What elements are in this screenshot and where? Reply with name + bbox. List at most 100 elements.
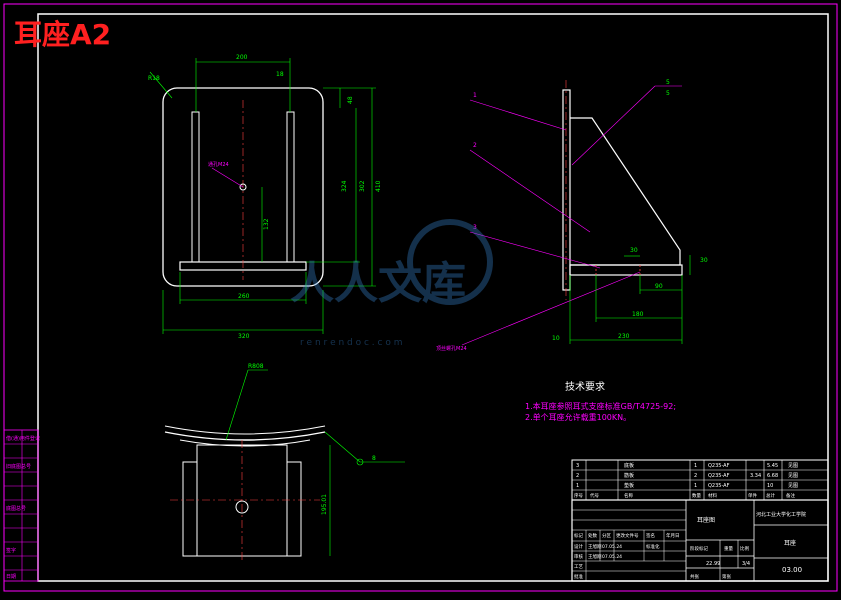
left-registration-strip: 借(通)用件登记 旧底图总号 底图总号 签字 日期 [3, 429, 40, 582]
bom-header-cell: 材料 [708, 492, 717, 499]
dim-r18: R18 [148, 75, 160, 82]
strip-label: 借(通)用件登记 [6, 435, 40, 442]
gusset [570, 117, 681, 266]
dim-30-right: 30 [700, 257, 708, 264]
bom-cell-qty: 1 [694, 483, 697, 489]
tech-requirements: 技术要求 1.本耳座参照耳式支座标准GB/T4725-92; 2.单个耳座允许载… [525, 380, 676, 422]
tb-label: 第张 [722, 573, 731, 580]
tb-label: 审核 [574, 553, 583, 560]
bom-header-cell: 序号 [574, 492, 583, 499]
tb-label: 分区 [602, 532, 611, 539]
bom-cell-weight: 5.45 [767, 463, 778, 469]
tech-title: 技术要求 [565, 380, 605, 393]
tb-designer: 王旭刚 [588, 543, 602, 550]
bom-header-cell: 代号 [590, 492, 599, 499]
watermark-text: 人人文库 [290, 258, 466, 309]
tb-label: 处数 [588, 532, 597, 539]
tb-label: 工艺 [574, 564, 583, 570]
bom-cell-unit: 3.34 [750, 473, 761, 479]
inner-frame [37, 13, 829, 582]
watermark-ring [407, 219, 493, 305]
bom-cell-weight: 6.68 [767, 473, 778, 479]
drawing-code: 03.00 [782, 566, 802, 574]
part-label-1: 1 [473, 92, 477, 99]
school-name: 河北工业大学化工学院 [756, 511, 806, 518]
tech-item: 1.本耳座参照耳式支座标准GB/T4725-92; [525, 401, 676, 411]
tb-label: 年月日 [666, 532, 680, 539]
side-view: 1 2 3 5 5 顶丝螺孔M24 30 30 90 180 230 10 [436, 79, 708, 352]
tb-label: 设计 [574, 543, 583, 550]
leader-hole [211, 167, 244, 188]
bom-header-cell: 数量 [692, 492, 701, 499]
strip-label: 日期 [6, 574, 16, 580]
dim-132: 132 [263, 218, 270, 230]
bom-cell-note: 见图 [788, 463, 798, 469]
bom-header-cell: 单件 [748, 492, 757, 499]
tb-label: 重量 [724, 545, 733, 552]
backing-plate [562, 89, 571, 291]
tb-label: 共张 [690, 573, 699, 580]
leader-r18 [149, 71, 173, 99]
rib-right [286, 111, 295, 263]
outer-border [3, 3, 838, 592]
tb-label: 签名 [646, 532, 655, 539]
strip-label: 底图总号 [6, 505, 26, 512]
bom-header-cell: 总计 [766, 492, 775, 499]
bom-cell-name: 垫板 [624, 482, 634, 489]
watermark-url: r e n r e n d o c . c o m [300, 338, 402, 348]
dim-48: 48 [347, 96, 354, 104]
tb-label: 标记 [574, 532, 583, 539]
tb-label: 标准化 [646, 543, 660, 550]
tb-designer-date: 07.05.24 [602, 544, 622, 550]
tech-item: 2.单个耳座允许载重100KN。 [525, 412, 631, 422]
dim-320: 320 [238, 333, 250, 340]
dim-180: 180 [632, 311, 644, 318]
label-hole: 通孔M24 [208, 161, 229, 168]
dim-260: 260 [238, 293, 250, 300]
tb-label: 更改文件号 [616, 532, 639, 539]
bottom-view: R808 195.01 8 [164, 363, 405, 560]
part-label-3: 3 [473, 224, 477, 231]
tb-label: 批准 [574, 573, 583, 580]
bom-cell-note: 见图 [788, 473, 798, 479]
tb-label: 比例 [740, 545, 749, 552]
bom-cell-qty: 1 [694, 463, 697, 469]
bom-cell-material: Q235-AF [708, 473, 730, 479]
tb-sheet: 3/4 [742, 561, 750, 567]
bom-cell-qty: 2 [694, 473, 697, 479]
bom-cell-weight: 10 [767, 483, 773, 489]
strip-label: 签字 [6, 547, 16, 554]
label-top-bolt: 顶丝螺孔M24 [436, 345, 467, 352]
dim-410: 410 [375, 180, 382, 192]
weld-value: 5 [666, 79, 670, 86]
dim-302: 302 [359, 180, 366, 192]
dim-18: 18 [276, 71, 284, 78]
dim-r808: R808 [248, 363, 264, 370]
dim-90: 90 [655, 283, 663, 290]
bom-cell-no: 2 [576, 473, 579, 479]
tb-check-date: 07.05.24 [602, 554, 622, 560]
bom-cell-no: 1 [576, 483, 579, 489]
assembly-name: 耳座图 [697, 516, 715, 524]
weld-value: 5 [666, 90, 670, 97]
dim-230: 230 [618, 333, 630, 340]
tb-weight: 22.99 [706, 561, 720, 567]
bom-cell-material: Q235-AF [708, 483, 730, 489]
dim-30: 30 [630, 247, 638, 254]
drawing-name: 耳座 [784, 539, 796, 547]
bom-cell-name: 底板 [624, 462, 634, 469]
tb-checker: 王旭刚 [588, 553, 602, 560]
tb-label: 阶段标记 [690, 545, 708, 552]
bom-cell-note: 见图 [788, 483, 798, 489]
bom-cell-no: 3 [576, 463, 579, 469]
dim-324: 324 [341, 180, 348, 192]
bom-header-cell: 名称 [624, 492, 633, 499]
bom-cell-material: Q235-AF [708, 463, 730, 469]
part-label-2: 2 [473, 142, 477, 149]
bom-header-cell: 备注 [786, 492, 795, 499]
dim-195: 195.01 [321, 494, 328, 515]
strip-label: 旧底图总号 [6, 463, 31, 470]
